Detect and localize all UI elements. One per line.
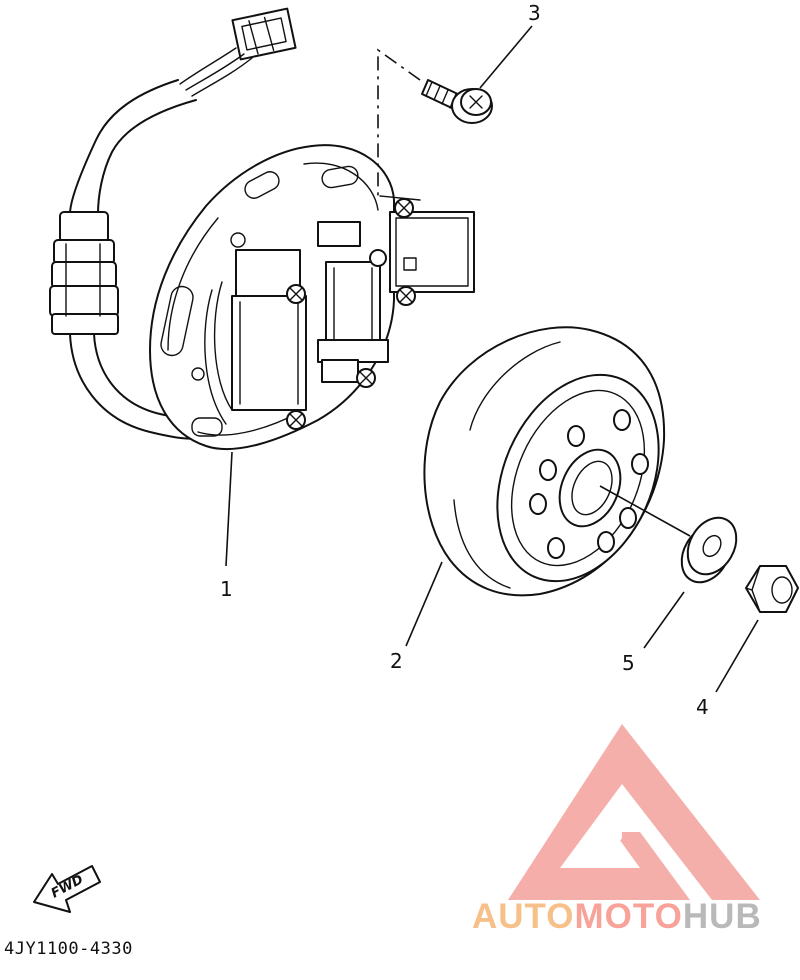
callout-5: 5 [622,651,635,675]
callout-1: 1 [220,577,233,601]
drawing-code: 4JY1100-4330 [4,939,133,959]
washer[interactable] [672,509,746,591]
leader-line-5 [643,591,685,649]
forward-direction-arrow: FWD [33,865,101,913]
callout-2: 2 [390,649,403,673]
nut[interactable] [745,565,799,613]
stator-coil-left [204,249,307,425]
callout-4: 4 [696,695,709,719]
automotohub-logo [508,724,760,900]
stator-assembly[interactable] [49,7,475,450]
wire-connector [231,7,297,61]
leader-line-4 [715,619,759,693]
stator-screws [286,198,416,430]
logo-triangle-mark [508,724,760,900]
stator-coil-right [317,221,389,383]
mounting-guide-line [377,48,421,200]
watermark-part-auto: AUTO [472,897,575,936]
watermark-part-moto: MOTO [575,897,683,936]
watermark-text: AUTOMOTOHUB [472,897,762,936]
callout-3: 3 [528,1,541,25]
wire-grommet [49,211,119,335]
leader-line-1 [225,451,233,567]
axis-line [599,485,691,537]
leader-line-2 [405,561,443,647]
screw[interactable] [421,79,493,124]
pulser-coil [379,195,475,293]
rotor-flywheel[interactable] [423,326,689,607]
leader-line-3 [479,25,533,89]
watermark-part-hub: HUB [683,897,762,936]
